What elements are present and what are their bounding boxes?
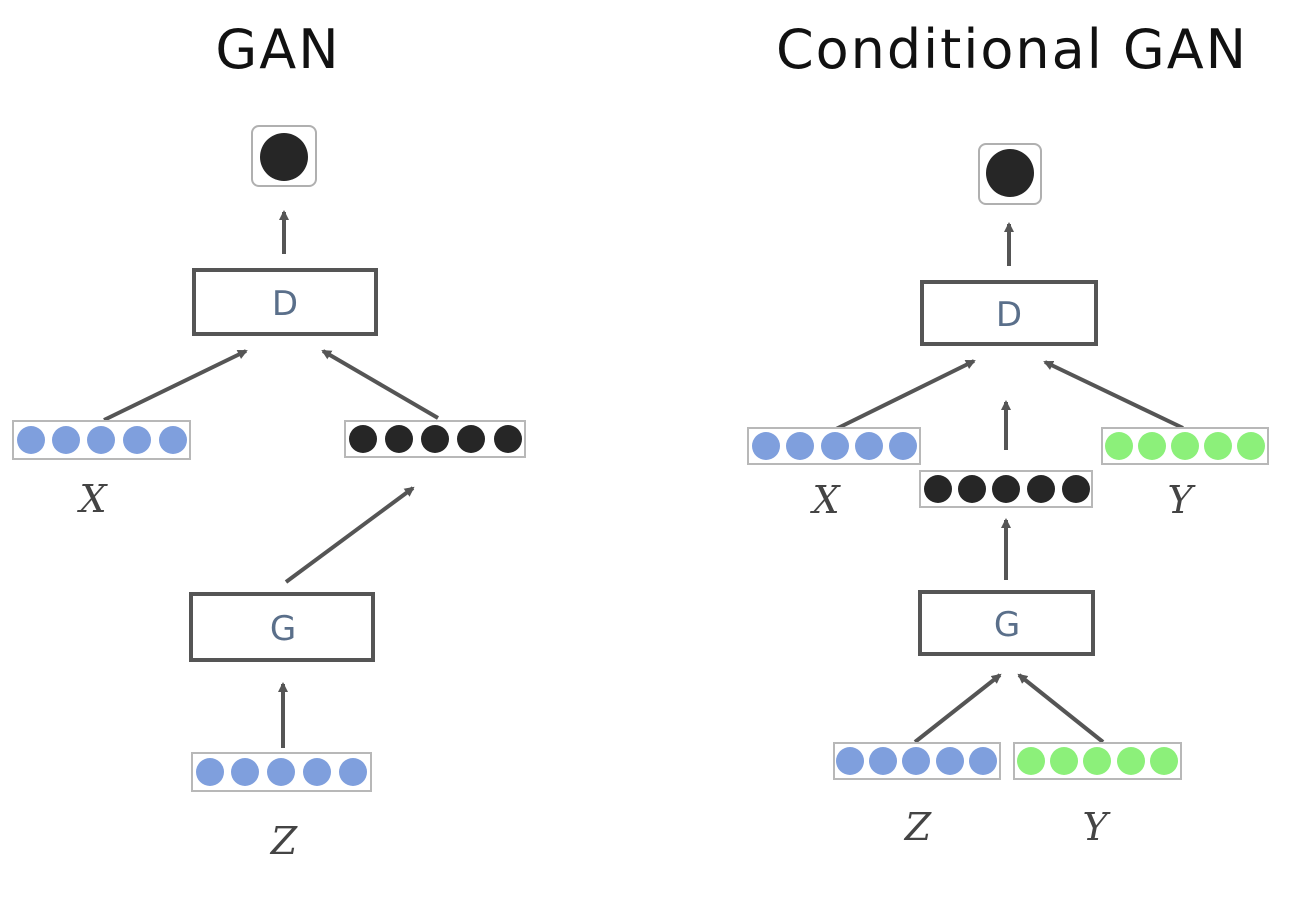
cgan-discriminator-box: D bbox=[920, 280, 1098, 346]
gan-output-node bbox=[251, 125, 317, 187]
gan-generated-vector bbox=[344, 420, 526, 458]
gan-arrow-g-to-fake bbox=[284, 486, 415, 584]
gan-x-vector bbox=[12, 420, 191, 460]
cgan-arrow-z-to-g bbox=[913, 673, 1002, 744]
gan-z-vector bbox=[191, 752, 372, 792]
cgan-arrow-x-to-d bbox=[835, 359, 976, 431]
gan-generator-box: G bbox=[189, 592, 375, 662]
cgan-title: Conditional GAN bbox=[776, 18, 1248, 81]
cgan-y-vector-bottom bbox=[1013, 742, 1182, 780]
gan-g-label: G bbox=[270, 609, 296, 649]
cgan-x-label: X bbox=[809, 478, 841, 522]
gan-title: GAN bbox=[215, 18, 340, 81]
cgan-y-vector-top bbox=[1101, 427, 1269, 465]
gan-d-label: D bbox=[272, 284, 298, 324]
gan-panel: GAN D X bbox=[12, 18, 526, 863]
cgan-z-label: Z bbox=[904, 805, 932, 849]
cgan-g-label: G bbox=[994, 605, 1020, 645]
gan-discriminator-box: D bbox=[192, 268, 378, 336]
gan-x-label: X bbox=[76, 477, 108, 521]
gan-arrow-x-to-d bbox=[103, 349, 248, 422]
cgan-output-node bbox=[978, 143, 1042, 205]
cgan-z-vector bbox=[833, 742, 1001, 780]
cgan-d-label: D bbox=[996, 295, 1022, 335]
gan-z-label: Z bbox=[270, 819, 298, 863]
cgan-x-vector bbox=[747, 427, 921, 465]
cgan-y-top-label: Y bbox=[1167, 478, 1196, 522]
cgan-arrow-y-to-d bbox=[1043, 360, 1184, 430]
cgan-generator-box: G bbox=[918, 590, 1095, 656]
gan-arrow-fake-to-d bbox=[321, 349, 440, 420]
cgan-panel: Conditional GAN D X bbox=[747, 18, 1269, 849]
cgan-arrow-y-to-g bbox=[1017, 673, 1105, 744]
cgan-y-bottom-label: Y bbox=[1082, 805, 1111, 849]
cgan-generated-vector bbox=[919, 470, 1093, 508]
